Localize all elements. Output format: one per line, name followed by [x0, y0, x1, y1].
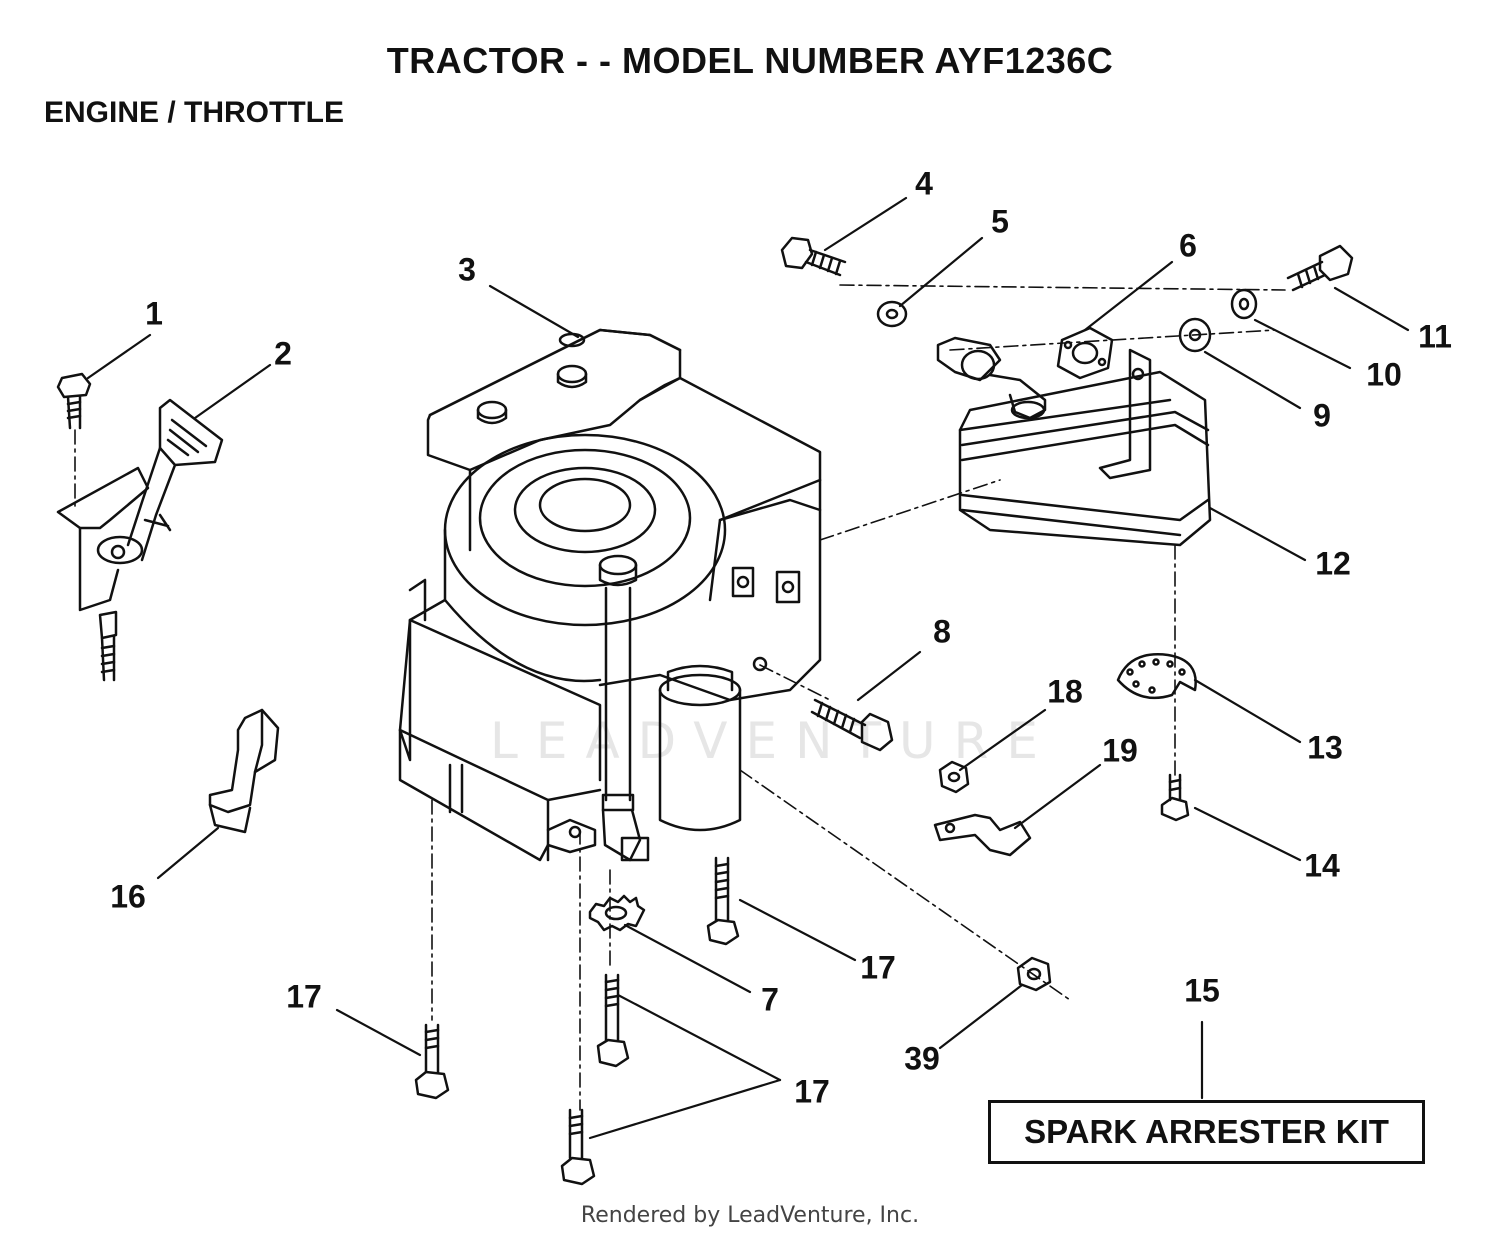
center-lines	[74, 284, 1286, 1111]
callout-4: 4	[915, 165, 933, 202]
part-11-bolt	[1286, 244, 1354, 292]
callout-2: 2	[274, 335, 292, 372]
part-19-clamp	[933, 813, 1032, 857]
part-39-nut	[1016, 956, 1052, 992]
spark-arrester-kit-label: SPARK ARRESTER KIT	[1024, 1113, 1389, 1150]
callout-11: 11	[1418, 318, 1452, 355]
part-18-nut	[938, 760, 970, 794]
part-5-washer	[876, 300, 908, 328]
part-13-spark-arrester	[1116, 653, 1197, 700]
callout-16: 16	[110, 878, 146, 915]
part-17-bolt-d	[560, 1108, 596, 1186]
part-16-bracket	[208, 708, 280, 834]
callout-15: 15	[1184, 972, 1220, 1009]
diagram-title: TRACTOR - - MODEL NUMBER AYF1236C	[386, 40, 1114, 81]
part-6-gasket	[1056, 326, 1114, 380]
callout-39: 39	[904, 1040, 940, 1077]
callout-6: 6	[1179, 227, 1197, 264]
callout-5: 5	[991, 203, 1009, 240]
oil-filter	[658, 664, 742, 832]
callout-13: 13	[1307, 729, 1343, 766]
watermark: LEADVENTURE	[490, 712, 1056, 770]
callout-7: 7	[761, 981, 779, 1018]
render-credit: Rendered by LeadVenture, Inc.	[580, 1203, 920, 1228]
callout-3: 3	[458, 251, 476, 288]
callout-17-left: 17	[286, 978, 322, 1015]
section-subtitle: ENGINE / THROTTLE	[44, 96, 344, 129]
callout-9: 9	[1313, 397, 1331, 434]
spark-arrester-kit-box: SPARK ARRESTER KIT	[988, 1100, 1425, 1164]
part-7-star-washer	[588, 894, 646, 932]
part-2-throttle-control	[56, 398, 224, 682]
part-17-bolt-c	[596, 973, 630, 1068]
part-14-screw	[1160, 773, 1190, 822]
callout-19: 19	[1102, 732, 1138, 769]
dipstick-tube	[598, 554, 650, 862]
leader-lines	[86, 196, 1410, 1140]
part-8-bolt	[810, 698, 894, 752]
part-17-bolt-b	[414, 1023, 450, 1100]
callout-8: 8	[933, 613, 951, 650]
part-4-bolt	[780, 236, 847, 277]
part-10-lock-washer	[1230, 288, 1258, 320]
part-9-washer	[1178, 317, 1212, 353]
callout-10: 10	[1366, 356, 1402, 393]
callout-14: 14	[1304, 847, 1340, 884]
part-12-muffler	[958, 348, 1212, 547]
callout-17-bottom: 17	[794, 1073, 830, 1110]
callout-1: 1	[145, 295, 163, 332]
exhaust-elbow	[936, 336, 1047, 420]
part-1-bolt	[56, 372, 92, 430]
callout-17-right: 17	[860, 949, 896, 986]
callout-18: 18	[1047, 673, 1083, 710]
part-17-bolt-a	[706, 856, 740, 946]
part-3-engine	[398, 328, 822, 862]
callout-12: 12	[1315, 545, 1351, 582]
